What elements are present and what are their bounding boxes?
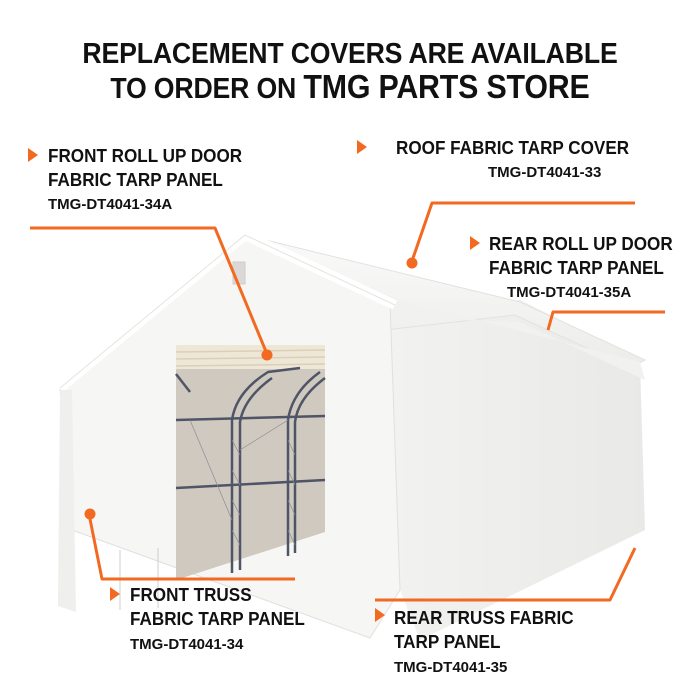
part-number-roof: TMG-DT4041-33 — [488, 164, 602, 181]
leader-front-roll-up-door — [30, 226, 269, 355]
title-line: FRONT ROLL UP DOOR — [48, 146, 243, 166]
callout-rear-truss-title: REAR TRUSS FABRIC TARP PANEL — [394, 606, 574, 654]
title-line: FABRIC TARP PANEL — [130, 609, 305, 629]
title-line: FABRIC TARP PANEL — [48, 170, 223, 190]
part-number-rear-truss: TMG-DT4041-35 — [394, 659, 508, 676]
title-line: FABRIC TARP PANEL — [489, 258, 664, 278]
callout-rear-roll-up-door-title: REAR ROLL UP DOOR FABRIC TARP PANEL — [489, 232, 673, 280]
part-number-front-truss: TMG-DT4041-34 — [130, 636, 244, 653]
dot-front-roll-up-door — [261, 349, 273, 361]
callout-arrow-icon — [357, 140, 367, 154]
leader-rear-truss — [375, 547, 637, 602]
callout-front-roll-up-door-title: FRONT ROLL UP DOOR FABRIC TARP PANEL — [48, 144, 242, 192]
title-line: FRONT TRUSS — [130, 585, 252, 605]
headline-store-name: TMG PARTS STORE — [303, 68, 590, 105]
title-line: REAR ROLL UP DOOR — [489, 234, 673, 254]
part-number-front-roll-up-door: TMG-DT4041-34A — [48, 196, 173, 213]
callout-arrow-icon — [28, 148, 38, 162]
headline-line-2: TO ORDER ON TMG PARTS STORE — [28, 68, 672, 106]
leader-rear-roll-up-door — [546, 310, 665, 331]
callout-front-truss-title: FRONT TRUSS FABRIC TARP PANEL — [130, 583, 305, 631]
title-line: TARP PANEL — [394, 632, 501, 652]
dot-front-truss — [84, 508, 96, 520]
headline-prefix: TO ORDER ON — [110, 73, 304, 105]
callout-arrow-icon — [375, 608, 385, 622]
headline-line-1: REPLACEMENT COVERS ARE AVAILABLE — [82, 38, 618, 70]
leader-roof — [410, 201, 635, 262]
callout-arrow-icon — [110, 587, 120, 601]
callout-roof-title: ROOF FABRIC TARP COVER — [396, 136, 629, 160]
part-number-rear-roll-up-door: TMG-DT4041-35A — [507, 284, 632, 301]
leader-front-truss — [87, 513, 295, 581]
title-line: REAR TRUSS FABRIC — [394, 608, 574, 628]
title-line: ROOF FABRIC TARP COVER — [396, 138, 630, 158]
side-wall — [355, 300, 645, 640]
callout-arrow-icon — [470, 236, 480, 250]
dot-roof — [406, 257, 418, 269]
